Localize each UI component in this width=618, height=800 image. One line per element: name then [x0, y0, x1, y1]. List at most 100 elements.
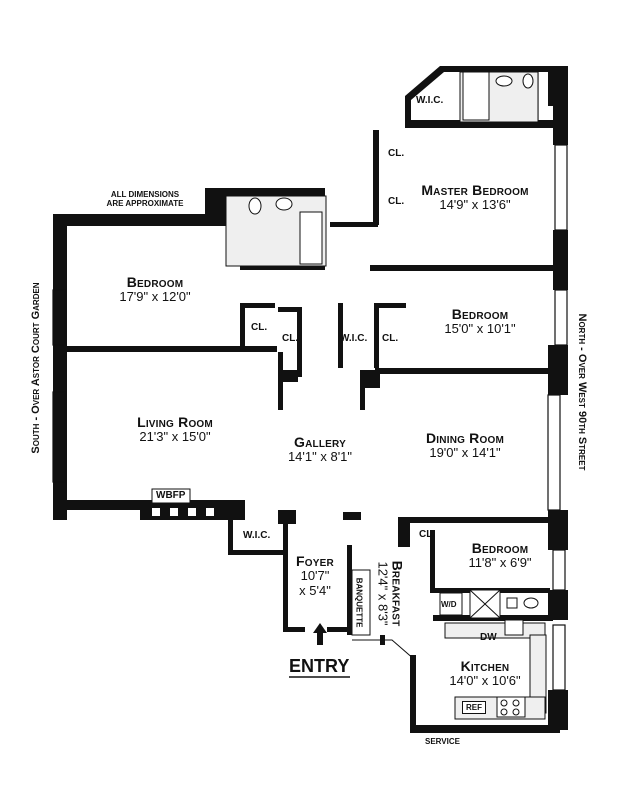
window-bedroom-west	[52, 289, 66, 346]
south-label: South - Over Astor Court Garden	[30, 282, 42, 454]
west-bedroom-top-wall	[53, 214, 243, 226]
kitchen-sink	[504, 619, 524, 636]
cl-master-2-label: CL.	[388, 196, 405, 207]
east-wall-2	[553, 100, 568, 145]
breakfast-angled-edge	[352, 639, 416, 665]
foyer-bottom-wall-1	[283, 627, 305, 632]
cl-mid-label: CL.	[382, 333, 399, 344]
banquette-bench	[351, 569, 371, 636]
east-wall-7	[548, 690, 568, 730]
breakfast-name: Breakfast	[389, 560, 406, 627]
closet-wall-3	[278, 307, 302, 312]
kitchen-name: Kitchen	[460, 658, 510, 674]
tub-west	[299, 211, 323, 265]
wic-foyer-label: W.I.C.	[243, 530, 271, 541]
small-bedroom-dims: 11'8" x 6'9"	[468, 555, 532, 571]
foyer-label: Foyer 10'7" x 5'4"	[289, 553, 341, 599]
window-small-bedroom	[552, 549, 566, 591]
wic-wall-1	[338, 303, 343, 368]
kitchen-label: Kitchen 14'0" x 10'6"	[430, 658, 540, 689]
wic-top-label: W.I.C.	[416, 95, 444, 106]
closet-wall-4	[297, 307, 302, 377]
window-master	[554, 144, 568, 231]
dining-room-dims: 19'0" x 14'1"	[429, 445, 501, 461]
toilet-small	[523, 597, 539, 609]
sink-small	[506, 597, 518, 609]
wic-wall-2	[374, 303, 379, 368]
foyer-dims-1: 10'7"	[300, 568, 330, 584]
pier-3	[278, 510, 296, 524]
pier-4	[343, 512, 361, 520]
foyer-west-wall	[283, 520, 288, 630]
east-bedroom-label: Bedroom 15'0" x 10'1"	[420, 306, 540, 337]
wic-foyer-bottom-wall	[228, 550, 288, 555]
master-bedroom-label: Master Bedroom 14'9" x 13'6"	[400, 182, 550, 213]
wic-mid-label: W.I.C.	[340, 333, 368, 344]
kitchen-dims: 14'0" x 10'6"	[449, 673, 521, 689]
tub-master	[462, 71, 490, 121]
kitchen-bottom-wall	[410, 725, 560, 733]
west-exterior-wall	[53, 218, 67, 520]
closet-wall-5	[374, 303, 406, 308]
master-bedroom-name: Master Bedroom	[421, 182, 529, 198]
west-bedroom-dims: 17'9" x 12'0"	[119, 289, 191, 305]
gallery-label: Gallery 14'1" x 8'1"	[270, 434, 370, 465]
master-top-wall	[405, 120, 565, 128]
approx-note-line1: ALL DIMENSIONS	[110, 190, 180, 199]
small-bedroom-label: Bedroom 11'8" x 6'9"	[445, 540, 555, 571]
north-label: North - Over West 90th Street	[576, 313, 588, 471]
east-wall-6	[548, 590, 568, 620]
east-wall-4	[548, 345, 568, 395]
small-bedroom-name: Bedroom	[471, 540, 529, 556]
living-room-name: Living Room	[137, 414, 213, 430]
small-bedroom-block	[398, 517, 410, 547]
kitchen-west-wall	[410, 655, 416, 730]
closet-wall-1	[240, 303, 275, 308]
wd-label: W/D	[441, 600, 457, 609]
cl-small-label: CL.	[419, 529, 436, 540]
entry-arrow-icon	[313, 623, 327, 645]
bath-top-wall	[205, 188, 325, 196]
window-living	[52, 391, 66, 483]
master-west-wall	[373, 130, 379, 225]
cl-master-1-label: CL.	[388, 148, 405, 159]
east-wall-1	[548, 66, 568, 106]
small-bedroom-top-wall	[398, 517, 553, 523]
service-label: SERVICE	[425, 737, 460, 746]
east-wall-3	[553, 230, 568, 290]
east-bedroom-name: Bedroom	[451, 306, 509, 322]
window-kitchen	[552, 624, 566, 691]
cl-bed-1-label: CL.	[251, 322, 268, 333]
entry-label: ENTRY	[289, 656, 350, 676]
bath-corner-block	[205, 188, 227, 218]
foyer-name: Foyer	[296, 553, 334, 569]
breakfast-label: Breakfast 12'4" x 8'3"	[374, 534, 405, 654]
gallery-east-wall	[360, 370, 365, 410]
wic-foyer-west-wall	[228, 505, 233, 555]
dining-top-wall	[375, 368, 555, 374]
window-bedroom-east	[554, 289, 568, 346]
living-bottom-wall	[53, 500, 143, 510]
living-room-label: Living Room 21'3" x 15'0"	[110, 414, 240, 445]
bath-south-wall	[240, 265, 325, 270]
pier-1	[278, 370, 298, 382]
wd-unit	[439, 592, 463, 616]
east-bedroom-dims: 15'0" x 10'1"	[444, 321, 516, 337]
approx-note: ALL DIMENSIONS ARE APPROXIMATE	[90, 190, 200, 208]
sink-master	[495, 75, 513, 87]
closet-wall-2	[240, 303, 245, 348]
east-bedroom-top-wall	[370, 265, 555, 271]
sink-west	[275, 197, 293, 211]
master-bedroom-dims: 14'9" x 13'6"	[439, 197, 511, 213]
breakfast-dims: 12'4" x 8'3"	[375, 561, 391, 626]
living-room-dims: 21'3" x 15'0"	[139, 429, 211, 445]
wbfp-box	[151, 488, 191, 504]
banquette-label: BANQUETTE	[354, 577, 364, 628]
toilet-master	[522, 73, 534, 89]
dining-room-name: Dining Room	[426, 430, 504, 446]
gallery-name: Gallery	[294, 434, 346, 450]
foyer-east-wall	[347, 545, 352, 635]
cl-bed-2-label: CL.	[282, 333, 299, 344]
small-bedroom-west-wall	[430, 530, 435, 590]
